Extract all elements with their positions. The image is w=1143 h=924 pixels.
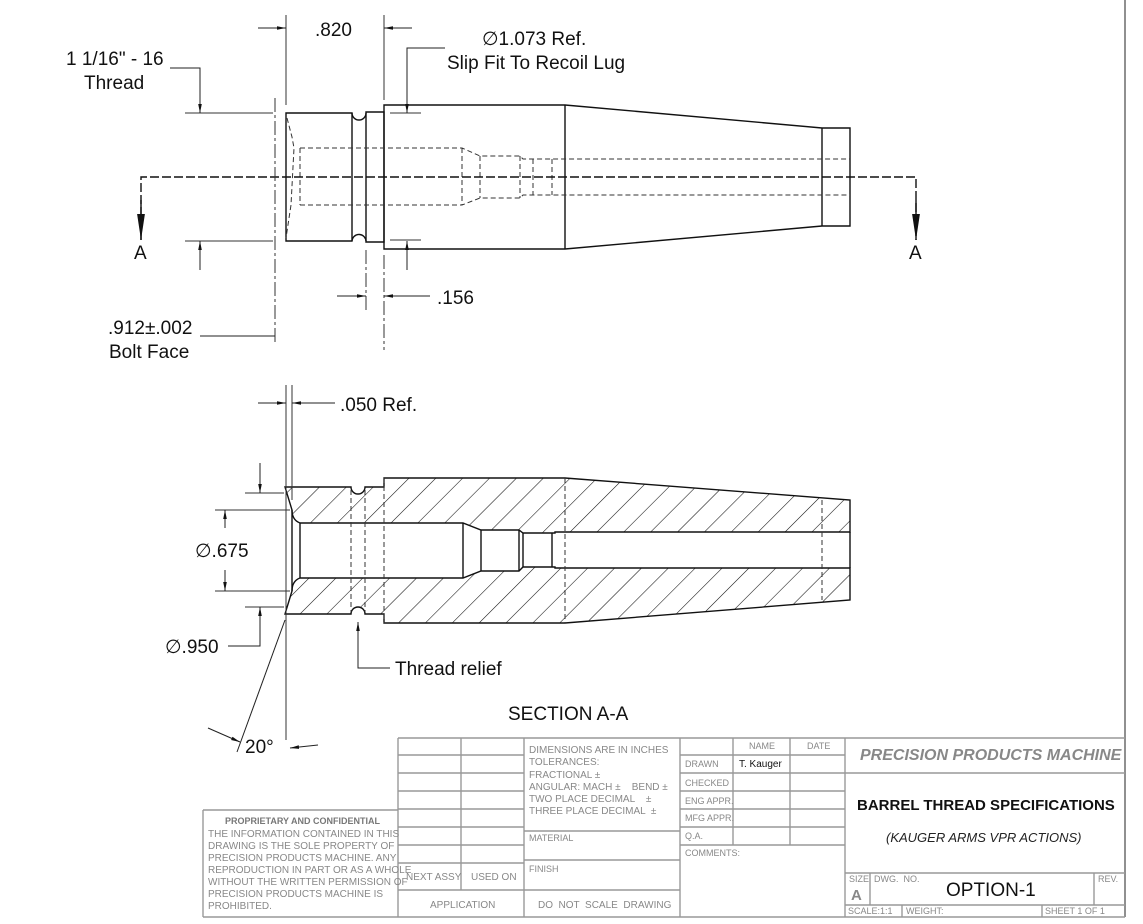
- drawn-label: DRAWN: [685, 759, 719, 769]
- dwg-no: OPTION-1: [946, 880, 1036, 901]
- proprietary-title: PROPRIETARY AND CONFIDENTIAL: [225, 816, 381, 826]
- company-name: PRECISION PRODUCTS MACHINE: [860, 747, 1123, 764]
- proprietary-line: DRAWING IS THE SOLE PROPERTY OF: [208, 841, 394, 852]
- dim-675: ∅.675: [195, 541, 249, 562]
- dim-950: ∅.950: [165, 637, 219, 658]
- drawing-subtitle: (KAUGER ARMS VPR ACTIONS): [886, 830, 1082, 845]
- tolerance-line: TOLERANCES:: [529, 757, 599, 768]
- size-value: A: [851, 887, 862, 904]
- proprietary-line: PRECISION PRODUCTS MACHINE IS: [208, 889, 383, 900]
- section-title: SECTION A-A: [508, 704, 629, 725]
- barrel-outline: [383, 104, 851, 250]
- used-on-label: USED ON: [471, 872, 517, 883]
- sheet-label: SHEET 1 OF 1: [1045, 906, 1105, 916]
- tolerance-line: DIMENSIONS ARE IN INCHES: [529, 745, 669, 756]
- tolerance-line: FRACTIONAL ±: [529, 770, 601, 781]
- drawing-title: BARREL THREAD SPECIFICATIONS: [857, 797, 1115, 814]
- section-mark-left: A: [134, 243, 147, 264]
- dim-820: .820: [315, 20, 352, 41]
- drawn-name: T. Kauger: [739, 759, 782, 770]
- dim-050-ref: .050 Ref.: [340, 395, 417, 416]
- eng-appr-label: ENG APPR.: [685, 796, 734, 806]
- bolt-face-label: Bolt Face: [109, 342, 189, 363]
- section-upper-wall: [284, 477, 851, 534]
- proprietary-line: PROHIBITED.: [208, 901, 272, 912]
- tolerance-line: TWO PLACE DECIMAL ±: [529, 794, 652, 805]
- tolerance-line: THREE PLACE DECIMAL ±: [529, 806, 657, 817]
- finish-label: FINISH: [529, 864, 559, 874]
- section-view: .050 Ref. ∅.675 ∅.950 Thread relief 20° …: [165, 385, 851, 758]
- name-header: NAME: [749, 741, 775, 751]
- date-header: DATE: [807, 741, 830, 751]
- dwg-no-label: DWG. NO.: [874, 874, 920, 884]
- proprietary-line: THE INFORMATION CONTAINED IN THIS: [208, 829, 399, 840]
- rev-label: REV.: [1098, 874, 1118, 884]
- bolt-face-dim: .912±.002: [108, 318, 192, 339]
- size-label: SIZE: [849, 874, 869, 884]
- thread-label: Thread: [84, 73, 144, 94]
- weight-label: WEIGHT:: [906, 906, 944, 916]
- section-lower-wall: [284, 566, 851, 624]
- title-block: PROPRIETARY AND CONFIDENTIAL THE INFORMA…: [202, 737, 1125, 918]
- slip-fit-note: Slip Fit To Recoil Lug: [447, 53, 625, 74]
- top-view: A A .820 ∅1.073 Ref. Slip Fit To Recoil …: [66, 15, 922, 363]
- application-label: APPLICATION: [430, 900, 495, 911]
- qa-label: Q.A.: [685, 831, 703, 841]
- section-cutting-line: [140, 176, 917, 240]
- do-not-scale-label: DO NOT SCALE DRAWING: [538, 900, 672, 911]
- next-assy-label: NEXT ASSY: [406, 872, 462, 883]
- dim-156: .156: [437, 288, 474, 309]
- proprietary-line: REPRODUCTION IN PART OR AS A WHOLE: [208, 865, 412, 876]
- material-label: MATERIAL: [529, 833, 573, 843]
- proprietary-line: WITHOUT THE WRITTEN PERMISSION OF: [208, 877, 408, 888]
- angle-20: 20°: [245, 737, 274, 758]
- thread-spec: 1 1/16" - 16: [66, 49, 164, 70]
- tolerance-line: ANGULAR: MACH ± BEND ±: [529, 782, 668, 793]
- section-mark-right: A: [909, 243, 922, 264]
- proprietary-line: PRECISION PRODUCTS MACHINE. ANY: [208, 853, 397, 864]
- dim-1073-ref: ∅1.073 Ref.: [482, 29, 586, 50]
- thread-relief-note: Thread relief: [395, 659, 502, 680]
- scale-label: SCALE:1:1: [848, 906, 893, 916]
- comments-label: COMMENTS:: [685, 848, 740, 858]
- checked-label: CHECKED: [685, 778, 730, 788]
- mfg-appr-label: MFG APPR.: [685, 813, 734, 823]
